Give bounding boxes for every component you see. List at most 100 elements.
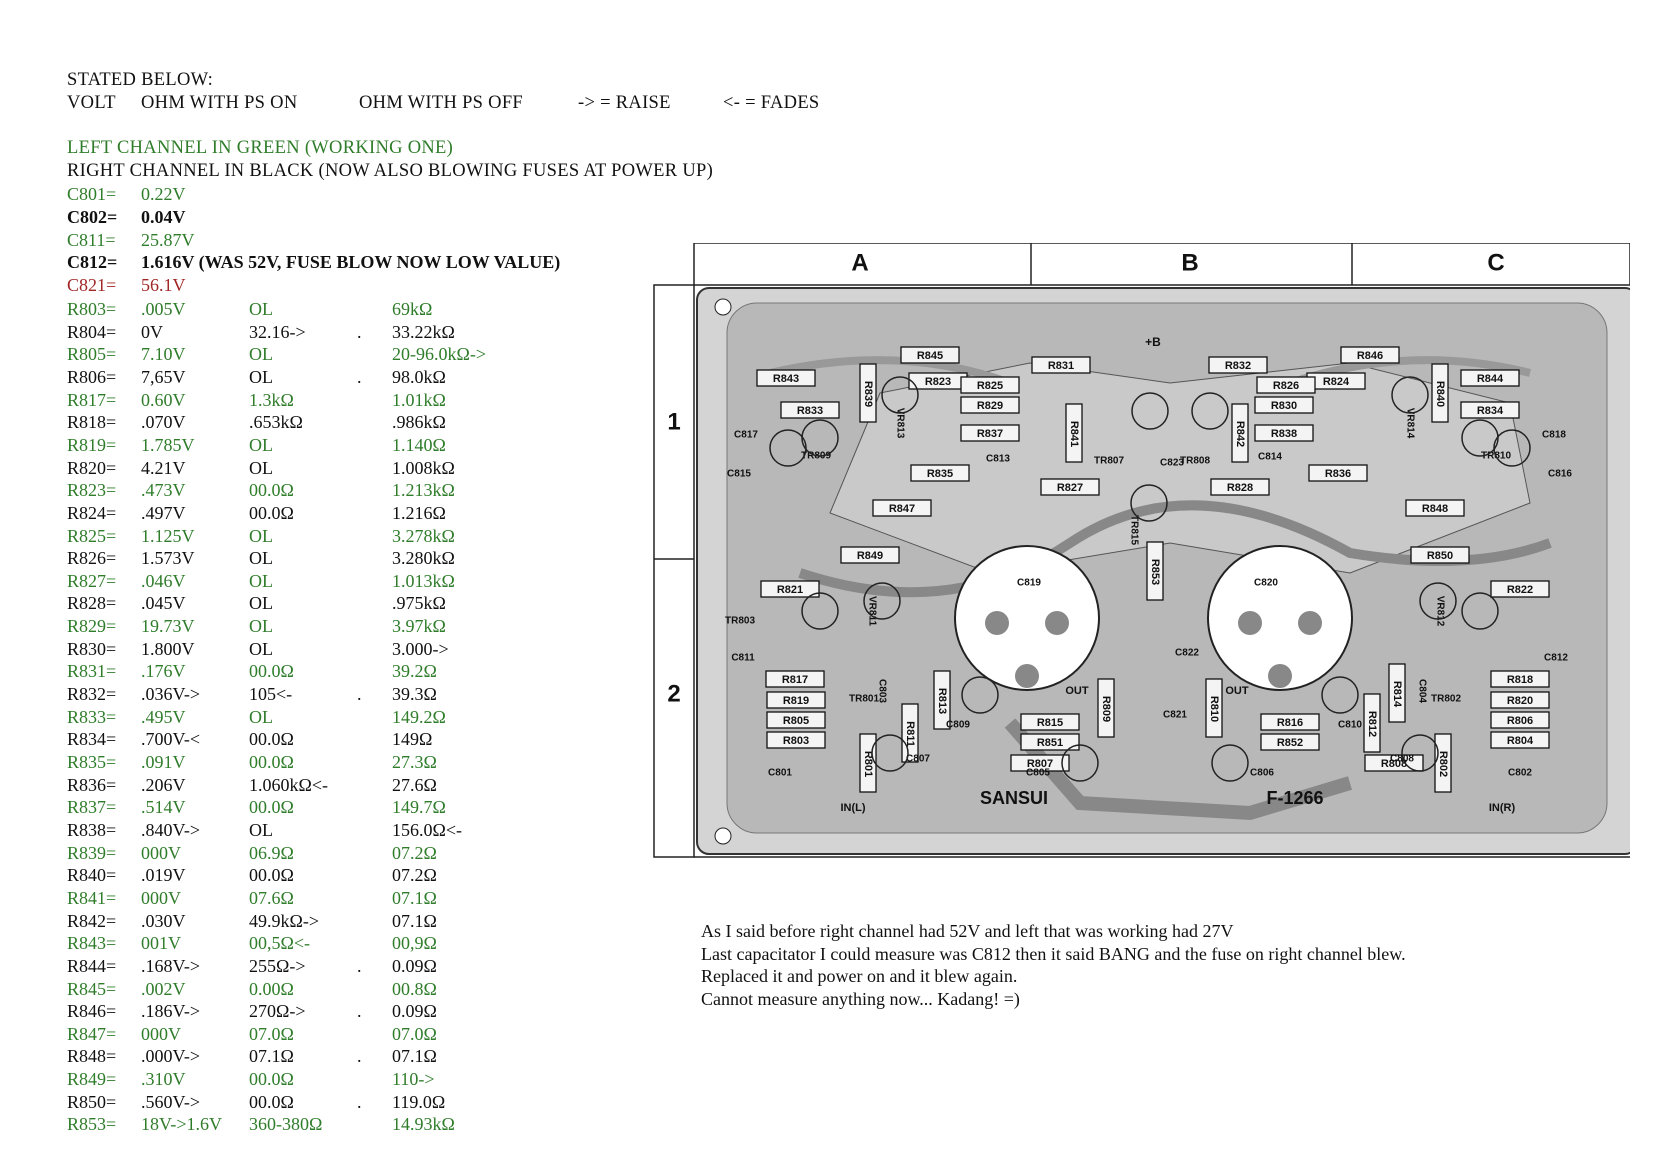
resistor-ohm-ps-on: OL — [249, 638, 273, 659]
resistor-voltage: .000V-> — [141, 1046, 200, 1067]
resistor-label: R846 — [1357, 350, 1383, 362]
resistor-label: R812 — [1366, 711, 1378, 737]
resistor-ohm-ps-on: OL — [249, 434, 273, 455]
component-label: C811 — [731, 653, 755, 664]
resistor-label: R845 — [917, 350, 943, 362]
capacitor-outline — [954, 545, 1100, 691]
resistor-label: R831 — [1048, 360, 1074, 372]
resistor-label: R822 — [1507, 584, 1533, 596]
component-label: C822 — [1175, 648, 1199, 659]
resistor-dot: . — [357, 684, 362, 705]
capacitor-outline — [1207, 545, 1353, 691]
resistor-ohm-ps-off: 0.09Ω — [392, 955, 437, 976]
resistor-dot: . — [357, 1046, 362, 1067]
resistor-ohm-ps-off: 27.6Ω — [392, 774, 437, 795]
resistor-name: R853= — [67, 1114, 117, 1135]
column-label: B — [1181, 249, 1198, 276]
component-label: C805 — [1026, 768, 1050, 779]
resistor-ohm-ps-off: 3.278kΩ — [392, 525, 455, 546]
resistor-body — [1231, 403, 1249, 463]
resistor-label: R826 — [1273, 380, 1299, 392]
resistor-ohm-ps-off: 69kΩ — [392, 299, 433, 319]
resistor-name: R829= — [67, 616, 117, 637]
component-label: TR801 — [849, 694, 879, 705]
resistor-label: R840 — [1434, 381, 1446, 407]
resistor-label: R847 — [889, 503, 915, 515]
resistor-voltage: 000V — [141, 1023, 181, 1044]
pcb-trace — [769, 356, 1012, 387]
component-label: C820 — [1254, 578, 1278, 589]
resistor-ohm-ps-off: 110-> — [392, 1069, 435, 1090]
resistor-label: R833 — [797, 405, 823, 417]
legend-volt: VOLT — [67, 93, 116, 113]
resistor-name: R805= — [67, 344, 117, 365]
resistor-ohm-ps-on: 07.6Ω — [249, 887, 294, 908]
resistor-ohm-ps-off: 3.000-> — [392, 638, 449, 659]
resistor-ohm-ps-on: 0.00Ω — [249, 978, 294, 999]
output-label: OUT — [1065, 685, 1089, 697]
capacitor-voltage: 56.1V — [141, 275, 186, 296]
capacitor-pad — [1298, 611, 1322, 635]
resistor-body — [1308, 464, 1368, 482]
resistor-voltage: .045V — [141, 593, 186, 614]
resistor-label: R820 — [1507, 695, 1533, 707]
resistor-label: R852 — [1277, 737, 1303, 749]
input-left-label: IN(L) — [840, 802, 865, 814]
resistor-body — [756, 369, 816, 387]
resistor-body — [1260, 733, 1320, 751]
brand-label: SANSUI — [980, 788, 1048, 808]
resistor-voltage: .176V — [141, 661, 186, 682]
capacitor-pad — [1268, 664, 1292, 688]
resistor-ohm-ps-on: OL — [249, 548, 273, 569]
resistor-voltage: 4.21V — [141, 457, 186, 478]
resistor-ohm-ps-on: OL — [249, 525, 273, 546]
resistor-label: R802 — [1437, 751, 1449, 777]
component-label: TR807 — [1094, 456, 1124, 467]
resistor-body — [859, 363, 877, 423]
resistor-body — [766, 731, 826, 749]
right-channel-note: RIGHT CHANNEL IN BLACK (NOW ALSO BLOWING… — [67, 161, 714, 181]
resistor-dot: . — [357, 1001, 362, 1022]
resistor-body — [1388, 663, 1406, 723]
resistor-body — [872, 499, 932, 517]
resistor-ohm-ps-on: 270Ω-> — [249, 1001, 306, 1022]
output-label: OUT — [1225, 685, 1249, 697]
resistor-ohm-ps-off: 39.3Ω — [392, 684, 437, 705]
resistor-ohm-ps-on: OL — [249, 706, 273, 727]
capacitor-pad — [985, 611, 1009, 635]
resistor-voltage: .046V — [141, 570, 186, 591]
resistor-label: R807 — [1027, 758, 1053, 770]
resistor-ohm-ps-on: 1.3kΩ — [249, 389, 294, 410]
resistor-body — [1260, 713, 1320, 731]
notes-block: As I said before right channel had 52V a… — [701, 920, 1406, 1010]
component-label: VR813 — [894, 408, 905, 439]
resistor-name: R819= — [67, 434, 117, 455]
resistor-name: R839= — [67, 842, 117, 863]
resistor-voltage: 000V — [141, 842, 181, 863]
resistor-name: R837= — [67, 797, 117, 818]
legend-ohm-on: OHM WITH PS ON — [141, 93, 298, 113]
resistor-ohm-ps-off: 3.97kΩ — [392, 616, 446, 637]
resistor-label: R843 — [773, 373, 799, 385]
resistor-dot: . — [357, 366, 362, 387]
resistor-label: R819 — [783, 695, 809, 707]
transistor-outline — [1401, 734, 1439, 772]
resistor-body — [1490, 580, 1550, 598]
resistor-label: R818 — [1507, 674, 1533, 686]
transistor-outline — [1391, 376, 1429, 414]
resistor-voltage: .186V-> — [141, 1001, 200, 1022]
transistor-outline — [1191, 392, 1229, 430]
resistor-ohm-ps-on: .653kΩ — [249, 412, 303, 433]
component-label: TR815 — [1128, 515, 1139, 545]
resistor-ohm-ps-off: 39.2Ω — [392, 661, 437, 682]
component-label: C806 — [1250, 768, 1274, 779]
resistor-ohm-ps-on: OL — [249, 593, 273, 614]
transistor-outline — [1493, 429, 1531, 467]
capacitor-voltage: 0.22V — [141, 184, 186, 204]
capacitor-pad — [1015, 664, 1039, 688]
component-label: C807 — [906, 754, 930, 765]
resistor-name: R826= — [67, 548, 117, 569]
component-label: C812 — [1544, 653, 1568, 664]
resistor-voltage: .206V — [141, 774, 186, 795]
